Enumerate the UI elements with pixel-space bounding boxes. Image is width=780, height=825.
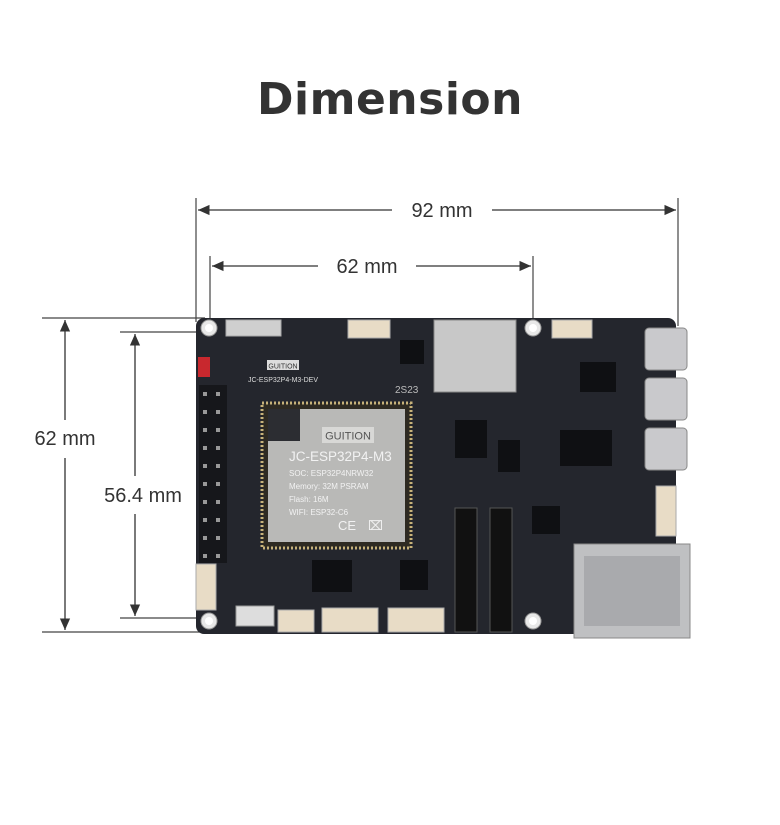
extension-lines	[42, 198, 679, 633]
module-brand: GUITION	[325, 431, 371, 443]
mounting-holes	[200, 319, 542, 630]
usb-c-ports	[644, 327, 688, 471]
sd-card-slot	[433, 319, 517, 393]
board-silkscreen: JC-ESP32P4-M3-DEV	[248, 377, 318, 384]
fpc-connector-1	[454, 507, 478, 633]
module-model: JC-ESP32P4-M3	[289, 449, 392, 464]
page-title: Dimension	[257, 74, 523, 125]
module-wifi: WIFI: ESP32-C6	[289, 508, 349, 517]
module-flash: Flash: 16M	[289, 495, 329, 504]
ce-mark: CE	[338, 518, 356, 533]
weee-icon: ⌧	[368, 518, 383, 533]
dim-label-hole-height: 56.4 mm	[104, 485, 182, 507]
jst-connectors	[195, 319, 677, 633]
dim-label-overall-width: 92 mm	[411, 200, 472, 222]
fpc-connector-2	[489, 507, 513, 633]
dev-board-photo: GUITION JC-ESP32P4-M3-DEV 2S23	[195, 318, 691, 639]
esp32p4-module: GUITION JC-ESP32P4-M3 SOC: ESP32P4NRW32 …	[260, 401, 413, 550]
dim-label-hole-width: 62 mm	[336, 256, 397, 278]
module-soc: SOC: ESP32P4NRW32	[289, 469, 374, 478]
pin-header	[199, 385, 227, 563]
boot-switch	[198, 357, 210, 377]
dim-label-overall-height: 62 mm	[34, 428, 95, 450]
board-code: 2S23	[395, 385, 419, 396]
board-logo: GUITION	[268, 364, 297, 371]
module-memory: Memory: 32M PSRAM	[289, 482, 369, 491]
